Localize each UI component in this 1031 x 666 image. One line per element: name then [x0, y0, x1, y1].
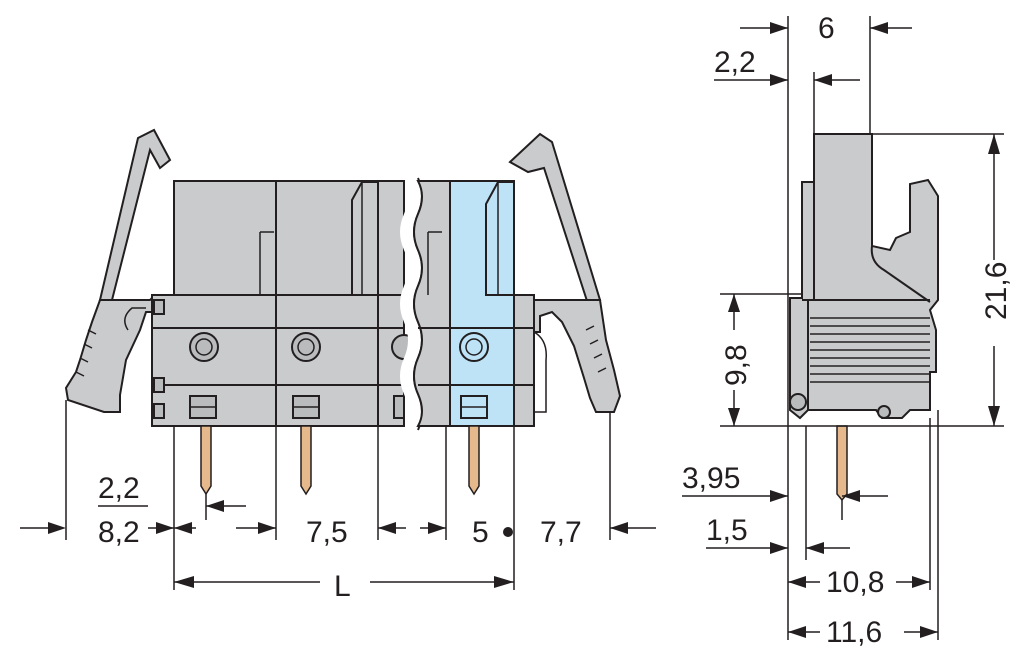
- dim-2-2-front: 2,2: [98, 472, 140, 505]
- dimension-arrows-front: [20, 500, 656, 588]
- dim-8-2: 8,2: [98, 516, 140, 549]
- dim-9-8: 9,8: [720, 344, 753, 386]
- dim-11-6: 11,6: [826, 616, 882, 649]
- dim-2-2-side: 2,2: [714, 46, 756, 79]
- dim-21-6: 21,6: [980, 262, 1013, 320]
- highlighted-pole: [449, 180, 515, 427]
- dim-7-7: 7,7: [540, 516, 582, 549]
- pins-front: [200, 425, 480, 496]
- dim-5: 5: [472, 516, 489, 549]
- housing-right: [413, 180, 535, 427]
- side-housing: [789, 133, 939, 420]
- dim-3-95: 3,95: [682, 462, 740, 495]
- side-pin: [836, 425, 848, 502]
- front-view: 2,2 8,2 7,5 5 7,7 L: [20, 128, 656, 603]
- dim-7-5: 7,5: [306, 516, 348, 549]
- dim-10-8: 10,8: [826, 566, 884, 599]
- extension-lines-side: [720, 16, 1004, 640]
- extension-lines-front: [65, 400, 611, 590]
- dim-6: 6: [818, 12, 835, 45]
- right-latch: [508, 132, 622, 413]
- dim-L: L: [334, 570, 351, 603]
- housing-left: [151, 180, 417, 427]
- dimension-arrows-side: [682, 22, 1000, 638]
- side-view: 6 2,2 21,6 9,8 3,95 1,5 10,8 11,6: [682, 12, 1013, 649]
- dim-1-5: 1,5: [706, 514, 748, 547]
